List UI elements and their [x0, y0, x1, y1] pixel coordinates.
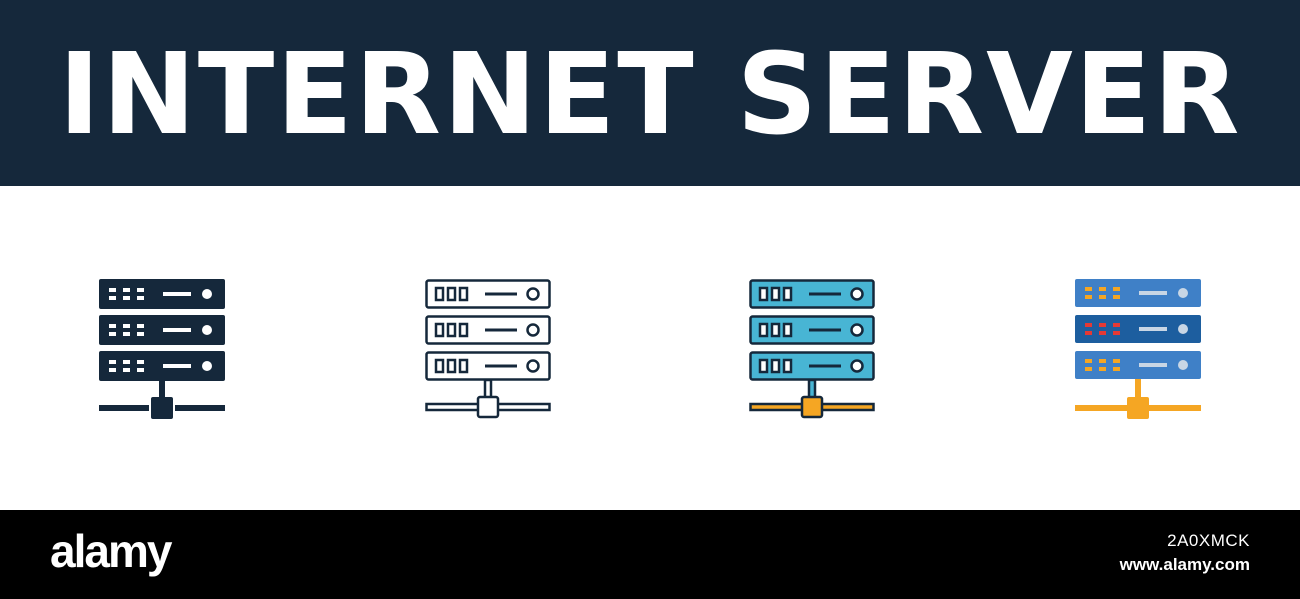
footer-bar: alamy 2A0XMCK www.alamy.com	[0, 510, 1300, 599]
title-banner: INTERNET SERVER	[0, 0, 1300, 186]
server-network-icon-outline	[425, 279, 551, 419]
icon-set	[0, 186, 1300, 510]
image-id: 2A0XMCK	[1167, 531, 1250, 550]
server-network-icon-flat	[1075, 279, 1201, 419]
alamy-logo: alamy	[50, 525, 172, 577]
server-network-icon-glyph	[99, 279, 225, 419]
server-network-icon-filled	[749, 279, 875, 419]
site-url: www.alamy.com	[1119, 555, 1250, 574]
banner-title: INTERNET SERVER	[58, 30, 1242, 160]
